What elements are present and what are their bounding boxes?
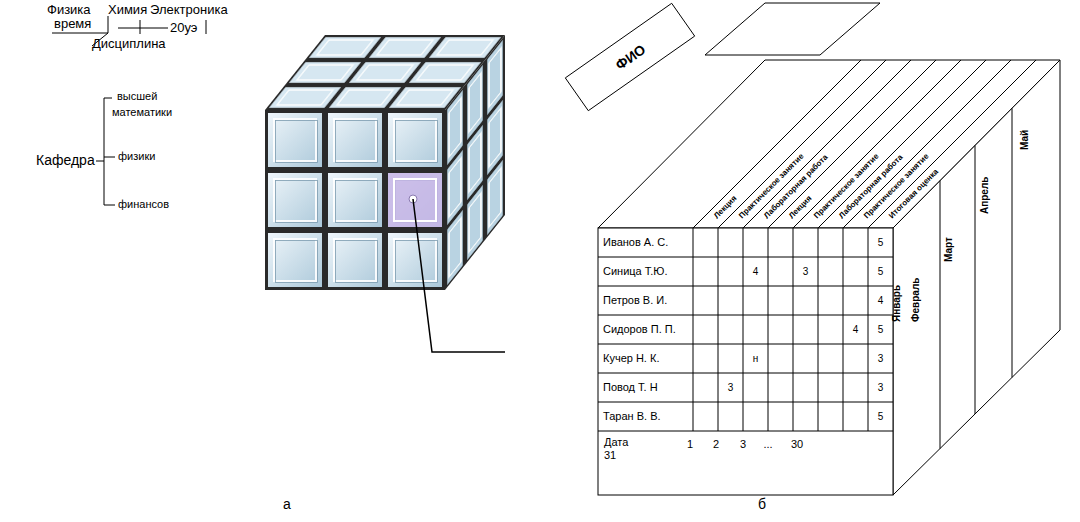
axis-label: 20уэ <box>170 21 197 36</box>
axis-lines <box>52 16 206 205</box>
grade-cell: н <box>753 353 759 365</box>
student-name: Кучер Н. К. <box>603 352 659 365</box>
grade-cell: 4 <box>753 266 759 278</box>
axis-label: математики <box>112 106 172 119</box>
journal-cube <box>598 3 1060 495</box>
day-number: ... <box>763 438 772 451</box>
student-name: Петров В. И. <box>603 294 667 307</box>
axis-label: Физика <box>47 3 91 18</box>
axis-label: Электроника <box>150 3 228 18</box>
axis-label: Кафедра <box>36 152 95 168</box>
student-name: Иванов А. С. <box>603 236 668 249</box>
axis-label: время <box>54 17 91 32</box>
month-label: Март <box>944 237 954 262</box>
student-name: Повод Т. Н <box>603 381 658 394</box>
column-header: Лекция <box>711 194 738 221</box>
grade-cell: 3 <box>878 353 884 365</box>
day-number: 2 <box>713 438 719 451</box>
student-name: Таран В. В. <box>603 410 661 423</box>
axis-label: Дисциплина <box>92 37 166 52</box>
grade-cell: 5 <box>878 266 884 278</box>
day-number: 3 <box>740 438 746 451</box>
figure-letter: а <box>283 496 291 512</box>
date-label: Дата 31 <box>604 436 634 461</box>
axis-label: физики <box>118 150 155 163</box>
header-box: ФИО <box>555 0 705 115</box>
day-number: 1 <box>687 438 693 451</box>
grade-cell: 4 <box>853 324 859 336</box>
month-label: Февраль <box>911 278 921 322</box>
month-label: Май <box>1020 130 1030 150</box>
olap-cube <box>265 35 505 352</box>
grade-cell: 5 <box>878 237 884 249</box>
month-label: Январь <box>892 285 902 322</box>
grade-cell: 4 <box>878 295 884 307</box>
grade-cell: 5 <box>878 324 884 336</box>
grade-cell: 3 <box>803 266 809 278</box>
grade-cell: 3 <box>878 382 884 394</box>
student-name: Синица Т.Ю. <box>603 265 668 278</box>
axis-label: высшей <box>117 90 157 103</box>
month-label: Апрель <box>980 177 990 214</box>
axis-label: финансов <box>118 198 169 211</box>
grade-cell: 5 <box>878 411 884 423</box>
day-number: 30 <box>791 438 803 451</box>
grade-cell: 3 <box>728 382 734 394</box>
figure-letter: б <box>758 496 766 512</box>
axis-label: Химия <box>108 3 147 18</box>
student-name: Сидоров П. П. <box>603 323 676 336</box>
